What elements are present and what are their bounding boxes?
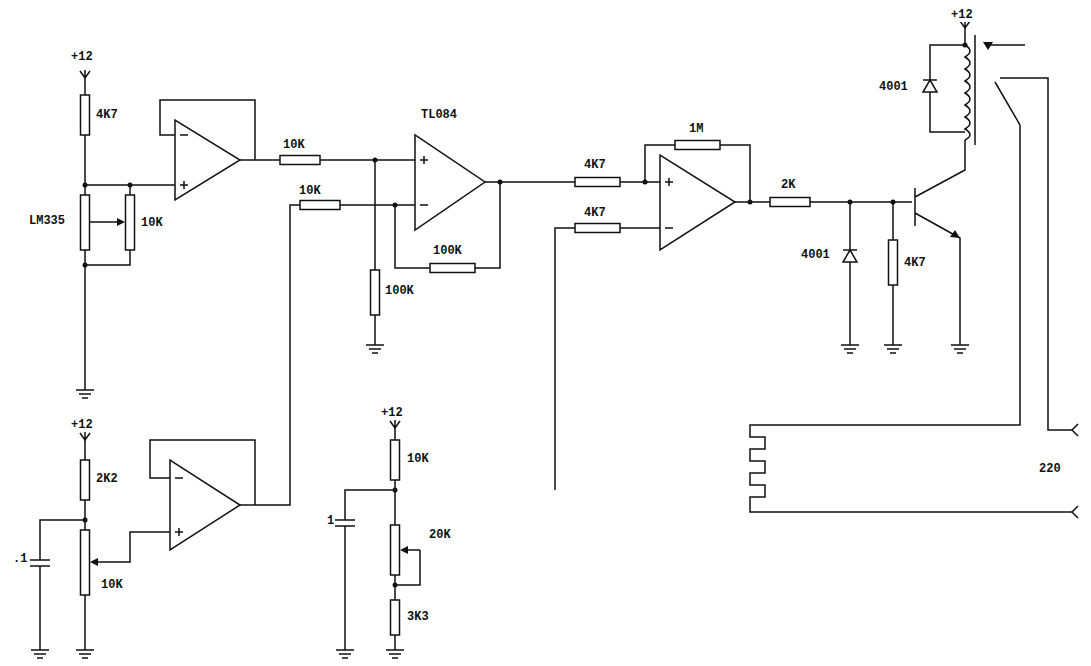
component-label: 10K [406, 452, 430, 466]
supply-ground-symbols [31, 20, 970, 658]
component-label: 4K7 [583, 206, 607, 220]
component-label: 10K [282, 138, 306, 152]
component-label: 4K7 [583, 158, 607, 172]
component-label: 4K7 [95, 108, 119, 122]
component-label: 2K2 [95, 472, 119, 486]
relay-coil [965, 45, 970, 140]
component-label: 10K [140, 216, 164, 230]
component-label: 100K [432, 244, 463, 258]
arrowheads-dots [83, 42, 994, 588]
component-label: TL084 [420, 108, 458, 122]
component-label: +12 [70, 50, 94, 64]
component-label: +12 [70, 418, 94, 432]
component-label: 4001 [878, 80, 909, 94]
wires [40, 28, 1078, 650]
component-label: +12 [950, 8, 974, 22]
resistor-symbols [81, 95, 898, 635]
component-label: 10K [100, 578, 124, 592]
component-label: 1M [688, 122, 704, 136]
component-label: 3K3 [406, 610, 430, 624]
diode-capacitor-symbols [30, 80, 937, 566]
component-label: 4K7 [903, 256, 927, 270]
opamp-symbols [170, 120, 735, 550]
component-label: 10K [298, 184, 322, 198]
component-label: .1 [12, 552, 28, 566]
component-label: 100K [384, 284, 415, 298]
component-label: LM335 [28, 214, 66, 228]
component-label: +12 [380, 406, 404, 420]
component-label: 20K [428, 528, 452, 542]
component-label: 4001 [800, 248, 831, 262]
component-label: 2K [780, 178, 796, 192]
component-label: 1 [326, 514, 335, 528]
component-label: 220 [1038, 462, 1062, 476]
